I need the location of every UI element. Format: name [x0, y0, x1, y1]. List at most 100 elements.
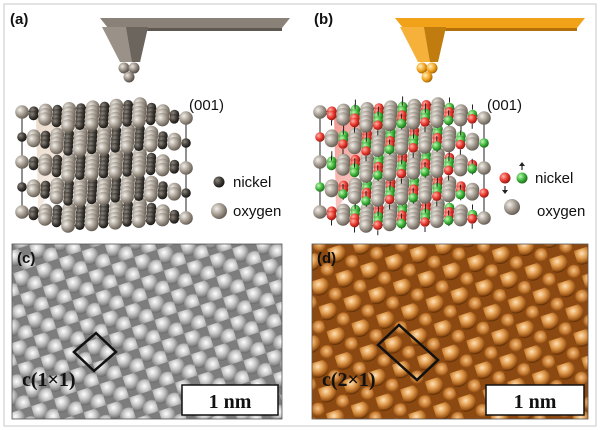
oxygen-atom — [430, 114, 444, 128]
oxygen-atom — [406, 166, 421, 180]
nickel-atom — [134, 141, 144, 151]
oxygen-atom — [347, 190, 362, 205]
oxygen-atom — [84, 167, 99, 182]
oxygen-atom — [418, 140, 432, 154]
nickel-atom — [326, 160, 337, 171]
oxygen-atom — [155, 162, 170, 177]
nickel-atom — [157, 139, 168, 150]
nickel-atom — [373, 170, 383, 180]
legend-nickel-b: nickel — [535, 170, 573, 187]
nickel-atom — [98, 168, 109, 179]
oxygen-atom — [336, 112, 350, 126]
oxygen-atom — [382, 117, 397, 132]
oxygen-atom — [453, 212, 468, 227]
oxygen-atom — [61, 169, 75, 183]
panel-d: (d) c(2×1) 1 nm — [311, 243, 589, 420]
nickel-atom — [443, 165, 454, 176]
nickel-atom — [315, 132, 325, 142]
nickel-atom — [467, 164, 478, 174]
oxygen-atom — [108, 216, 122, 230]
oxygen-atom — [26, 133, 41, 148]
nickel-atom — [86, 194, 97, 205]
oxygen-atom — [430, 164, 444, 178]
nickel-atom — [110, 193, 120, 203]
oxygen-atom — [120, 140, 134, 154]
nickel-atom — [420, 167, 430, 177]
oxygen-atom — [15, 205, 29, 219]
oxygen-atom — [441, 138, 456, 153]
oxygen-atom — [313, 105, 327, 119]
stm-tip-b — [395, 18, 585, 83]
cell-label-d: c(2×1) — [322, 369, 376, 391]
nickel-atom — [326, 110, 337, 121]
legend-oxygen-marker-b — [504, 199, 520, 215]
oxygen-atom — [382, 167, 397, 182]
nickel-atom — [408, 143, 419, 153]
oxygen-atom — [313, 155, 327, 169]
nickel-atom — [455, 189, 466, 200]
oxygen-atom — [336, 162, 350, 176]
nickel-atom — [40, 189, 50, 199]
nickel-atom — [157, 189, 168, 200]
panel-b: (b) (001) — [313, 11, 585, 236]
oxygen-atom — [336, 212, 350, 226]
oxygen-atom — [84, 117, 99, 132]
oxygen-atom — [179, 161, 193, 175]
oxygen-atom — [155, 112, 170, 127]
panel-c: (c) c(1×1) 1 nm — [11, 243, 283, 420]
atoms-a — [15, 97, 193, 233]
nickel-atom — [349, 217, 360, 228]
nickel-atom — [134, 191, 144, 201]
nickel-atom — [75, 220, 85, 230]
nickel-atom — [63, 196, 73, 206]
oxygen-atom — [179, 111, 193, 125]
nickel-atom — [479, 188, 489, 198]
panel-b-label: (b) — [314, 11, 333, 28]
nickel-atom — [145, 215, 156, 226]
oxygen-atom — [38, 112, 52, 126]
nickel-atom — [420, 117, 430, 127]
oxygen-atom — [38, 212, 52, 226]
nickel-atom — [408, 193, 419, 203]
nickel-atom — [28, 160, 39, 171]
oxygen-atom — [453, 112, 468, 127]
nickel-atom — [361, 146, 371, 156]
nickel-atom — [122, 117, 132, 127]
oxygen-atom — [132, 114, 146, 128]
nickel-atom — [181, 188, 191, 198]
oxygen-atom — [132, 214, 146, 228]
nickel-atom — [338, 189, 348, 199]
nickel-atom — [396, 168, 407, 179]
oxygen-atom — [406, 116, 421, 130]
nickel-atom — [373, 220, 383, 230]
nickel-atom — [169, 164, 179, 174]
oxygen-atom — [324, 133, 339, 148]
oxygen-atom — [179, 211, 193, 225]
legend-oxygen-a: oxygen — [233, 203, 281, 220]
oxygen-atom — [167, 187, 181, 201]
nickel-atom — [145, 165, 156, 176]
oxygen-atom — [73, 193, 87, 207]
oxygen-atom — [406, 216, 421, 230]
legend-nickel-a: nickel — [233, 174, 271, 191]
oxygen-atom — [73, 143, 87, 157]
nickel-atom — [315, 182, 325, 192]
oxygen-atom — [120, 190, 134, 204]
oxygen-atom — [465, 137, 480, 151]
oxygen-atom — [371, 143, 385, 157]
nickel-atom — [396, 218, 407, 229]
nickel-atom — [17, 182, 27, 192]
oxygen-atom — [96, 191, 111, 206]
oxygen-atom — [15, 155, 29, 169]
oxygen-atom — [49, 190, 64, 205]
nickel-atom — [443, 215, 454, 226]
oxygen-atom — [359, 219, 373, 233]
nickel-atom — [51, 217, 62, 228]
panel-c-label: (c) — [17, 250, 35, 267]
atoms-b — [313, 96, 491, 236]
oxygen-atom — [477, 111, 491, 125]
oxygen-atom — [155, 212, 170, 227]
nickel-atom — [467, 114, 478, 124]
cell-label-c: c(1×1) — [22, 369, 76, 391]
